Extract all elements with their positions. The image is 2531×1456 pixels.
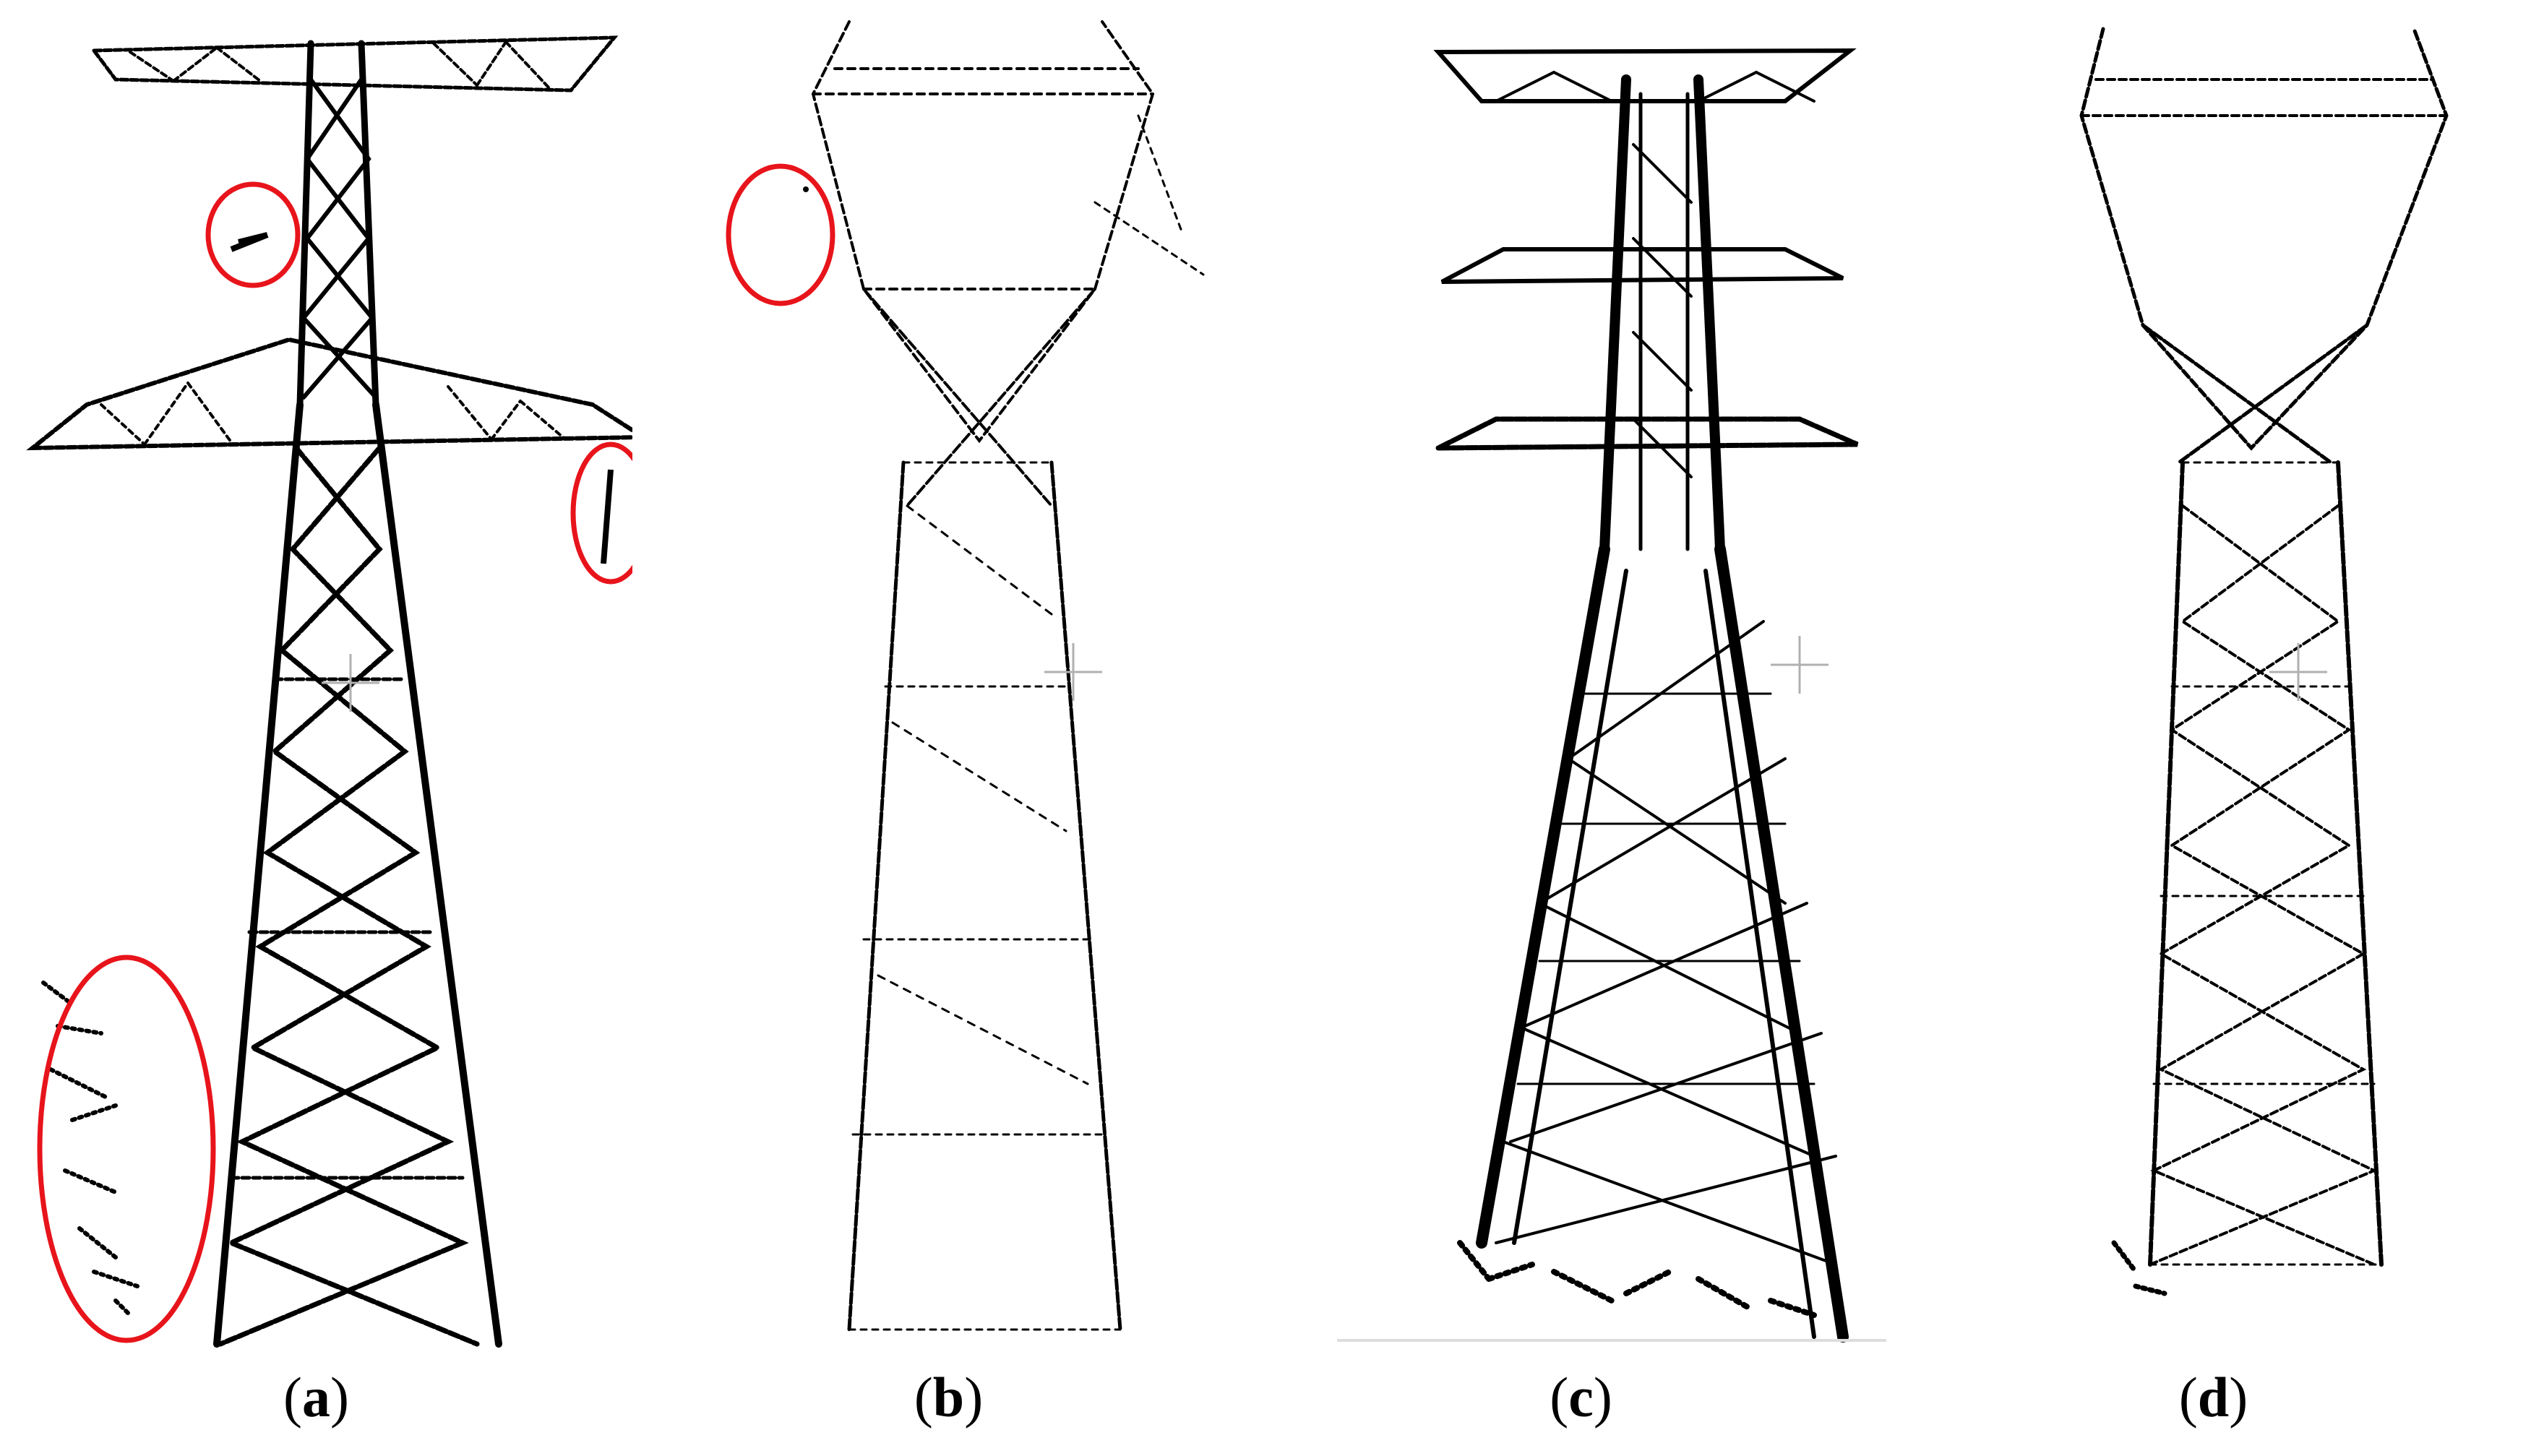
- panel-a: (a): [0, 0, 632, 1456]
- caption-b: (b): [914, 1366, 984, 1429]
- tower-b-pointcloud: [726, 20, 1205, 1332]
- noise-markers-a: [37, 181, 632, 1343]
- caption-d: (d): [2178, 1366, 2248, 1429]
- caption-c: (c): [1550, 1366, 1612, 1429]
- panel-c: (c): [1265, 0, 1897, 1456]
- noise-markers-b: [726, 163, 835, 306]
- caption-a: (a): [283, 1366, 349, 1429]
- tower-c-pointcloud: [1337, 48, 1886, 1343]
- tower-a-pointcloud: [26, 35, 632, 1348]
- tower-d-pointcloud: [2079, 27, 2449, 1296]
- panel-b: (b): [632, 0, 1265, 1456]
- panel-d: (d): [1897, 0, 2530, 1456]
